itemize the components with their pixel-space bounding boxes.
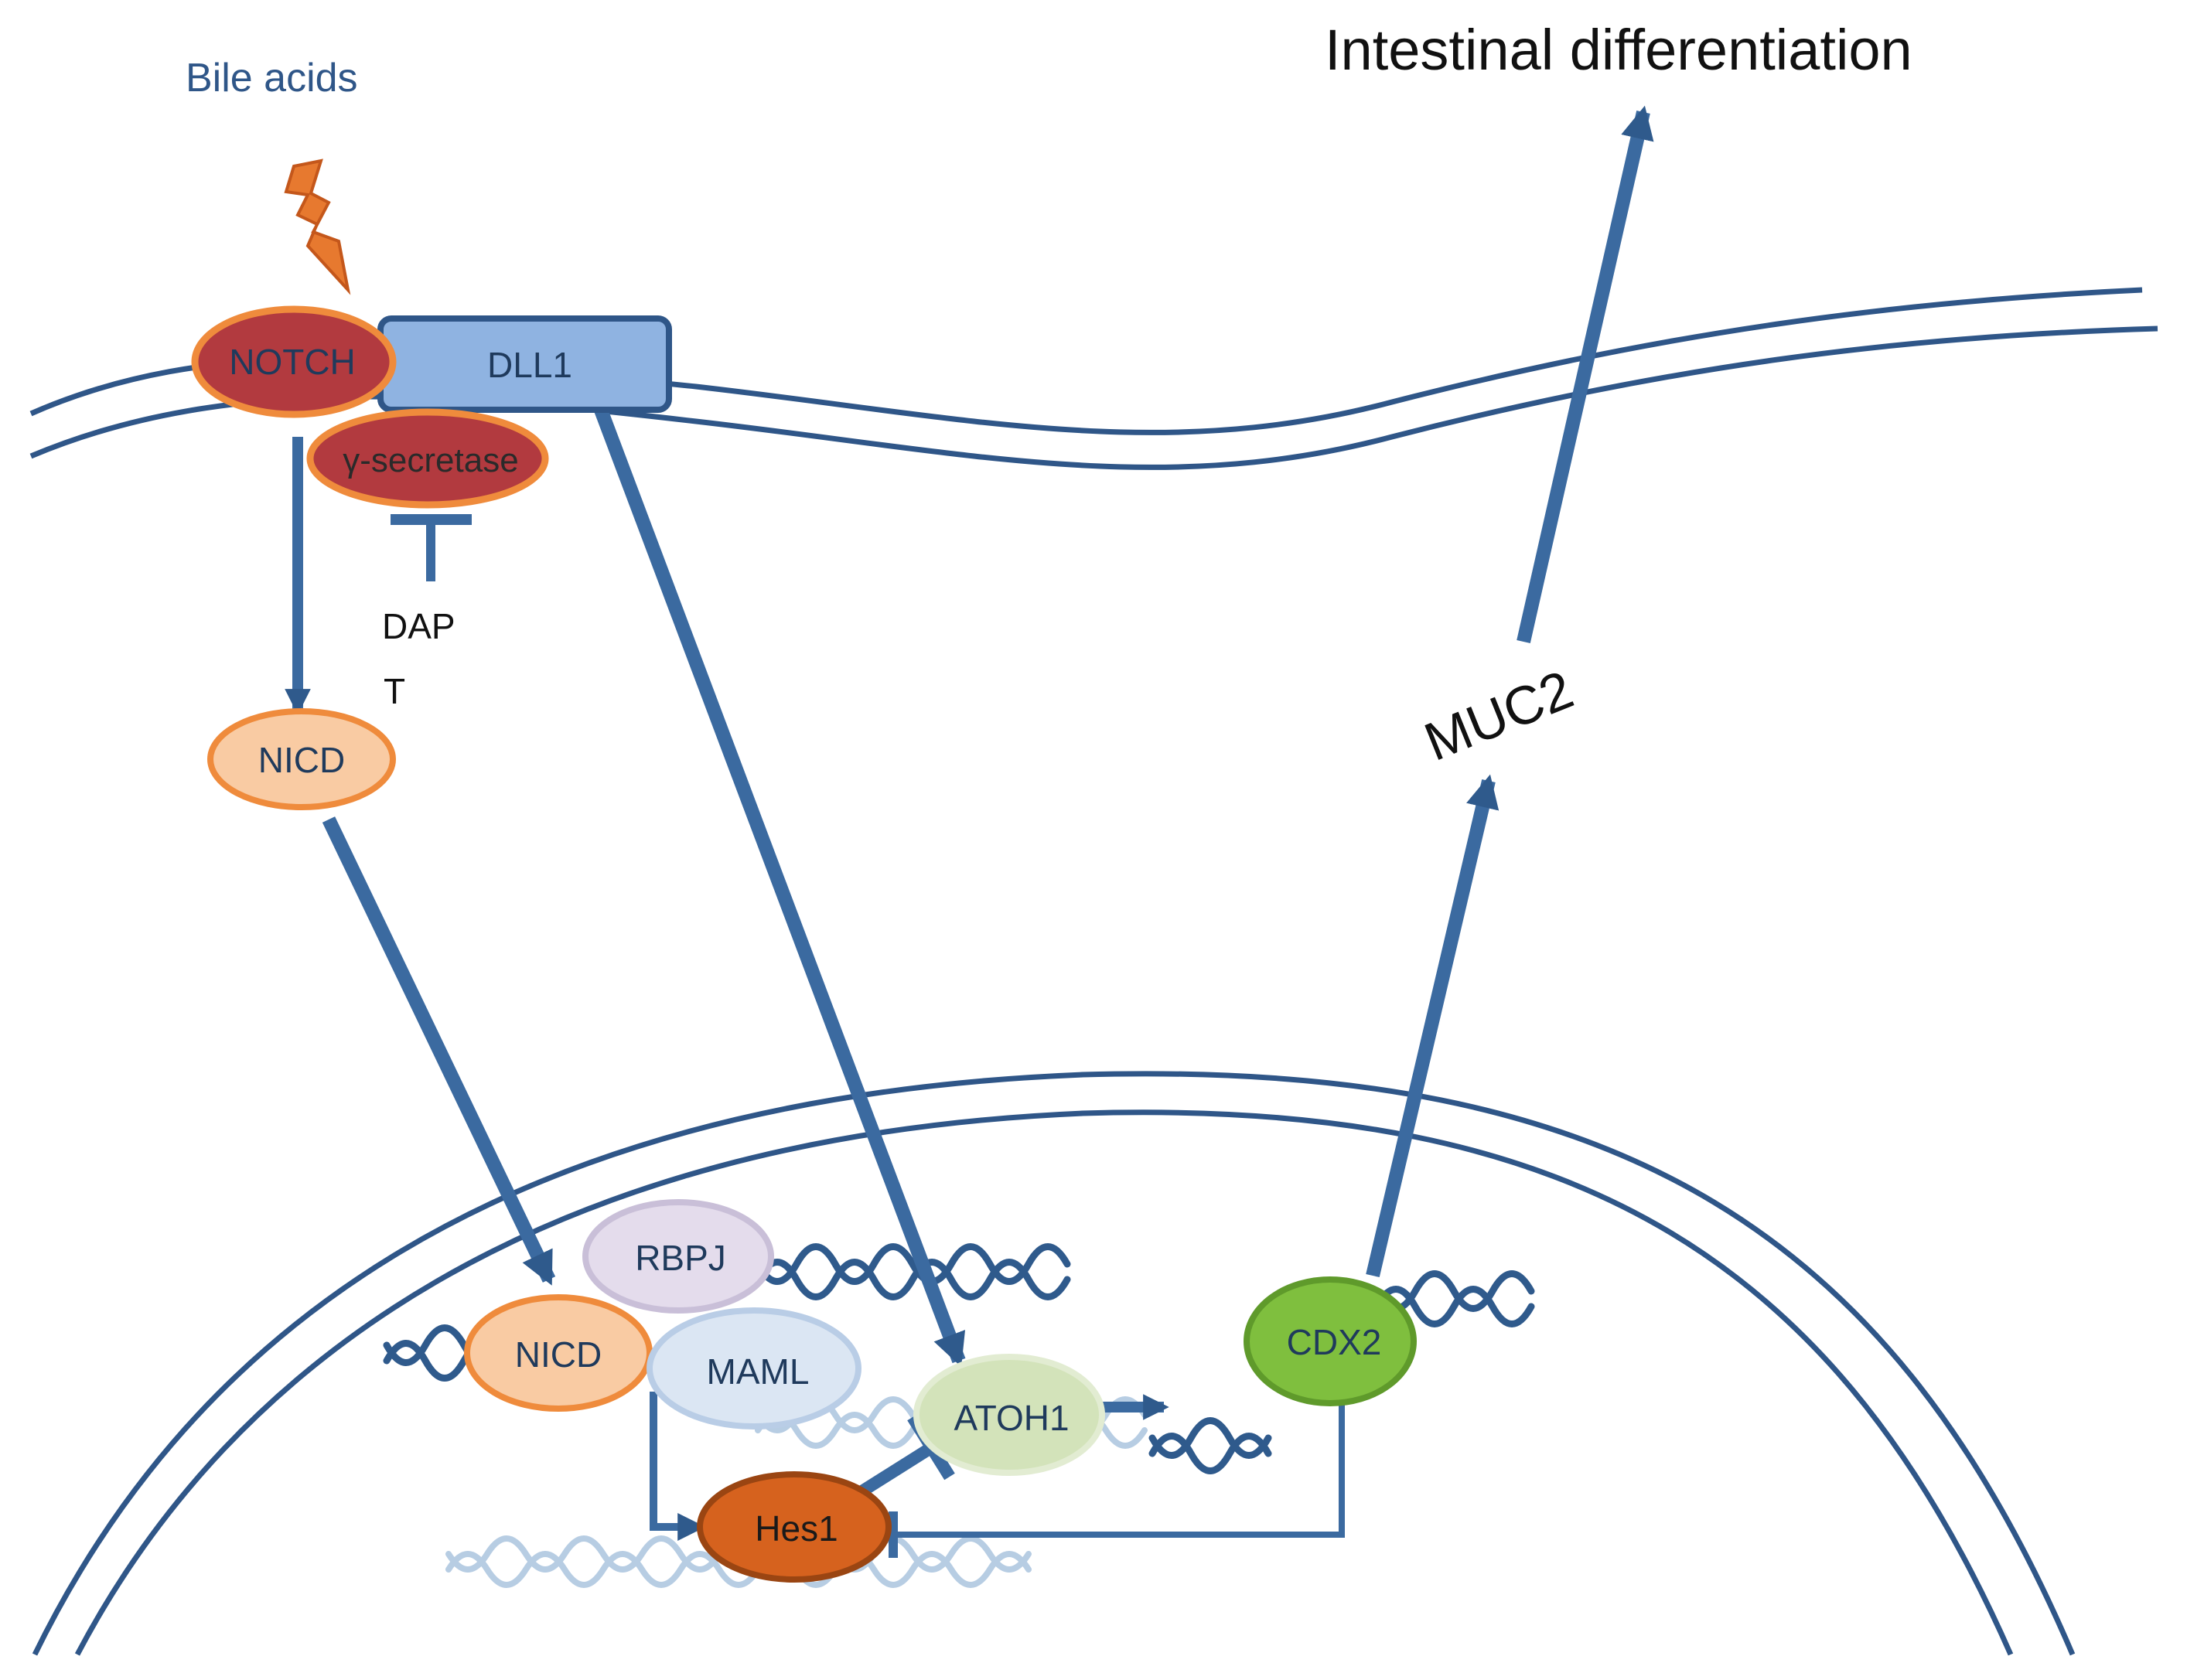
rbpj-label: RBPJ bbox=[635, 1238, 726, 1278]
node-labels: NOTCH DLL1 γ-secretase NICD RBPJ NICD MA… bbox=[229, 342, 1381, 1549]
inhibit-cdx2-to-hes1 bbox=[893, 1398, 1345, 1538]
bile-acids-label: Bile acids bbox=[186, 56, 358, 101]
dna-strand bbox=[1148, 1433, 1272, 1474]
nuclear-membrane bbox=[32, 1071, 2076, 1656]
atoh1-label: ATOH1 bbox=[954, 1398, 1069, 1438]
dna-strand bbox=[445, 1551, 1032, 1588]
arrow-nicd-to-nucleus bbox=[322, 816, 556, 1286]
nicd-nucleus-label: NICD bbox=[515, 1334, 602, 1375]
hes1-label: Hes1 bbox=[755, 1508, 838, 1549]
arrow-dll1-to-atoh1 bbox=[592, 403, 966, 1368]
dna-strand bbox=[1148, 1417, 1272, 1459]
dna-strands bbox=[383, 1243, 1535, 1588]
hes1-node bbox=[697, 1471, 892, 1583]
dna-strand bbox=[1373, 1270, 1535, 1312]
inhibit-hes1-to-atoh1 bbox=[851, 1442, 936, 1501]
cdx2-label: CDX2 bbox=[1287, 1322, 1382, 1362]
dapt-label-line1: DAP bbox=[382, 606, 455, 646]
cdx2-node bbox=[1244, 1276, 1417, 1406]
arrow-maml-to-hes1 bbox=[650, 1392, 706, 1541]
dna-strand bbox=[754, 1259, 1071, 1300]
maml-node bbox=[647, 1307, 861, 1430]
notch-node bbox=[191, 305, 397, 418]
lightning-bolt-icon bbox=[284, 158, 351, 295]
dna-strand bbox=[754, 1243, 1071, 1285]
dll1-label: DLL1 bbox=[487, 345, 572, 385]
gamma-secretase-label: γ-secretase bbox=[343, 441, 518, 479]
dapt-label-line2: T bbox=[384, 671, 405, 711]
atoh1-node bbox=[913, 1354, 1105, 1476]
notch-label: NOTCH bbox=[229, 342, 356, 382]
nicd-cytoplasm-label: NICD bbox=[258, 740, 345, 780]
rbpj-node bbox=[582, 1199, 774, 1314]
nicd-nucleus-node bbox=[464, 1294, 653, 1412]
arrow-muc2-to-differentiation bbox=[1517, 105, 1654, 643]
gamma-secretase-node bbox=[306, 408, 549, 509]
maml-label: MAML bbox=[707, 1351, 810, 1392]
intestinal-differentiation-label: Intestinal differentiation bbox=[1325, 18, 1912, 82]
muc2-label: MUC2 bbox=[1416, 659, 1581, 772]
dna-strand bbox=[1373, 1286, 1535, 1327]
nicd-cytoplasm-node bbox=[207, 708, 396, 810]
arrow-cdx2-to-muc2 bbox=[1366, 774, 1500, 1278]
